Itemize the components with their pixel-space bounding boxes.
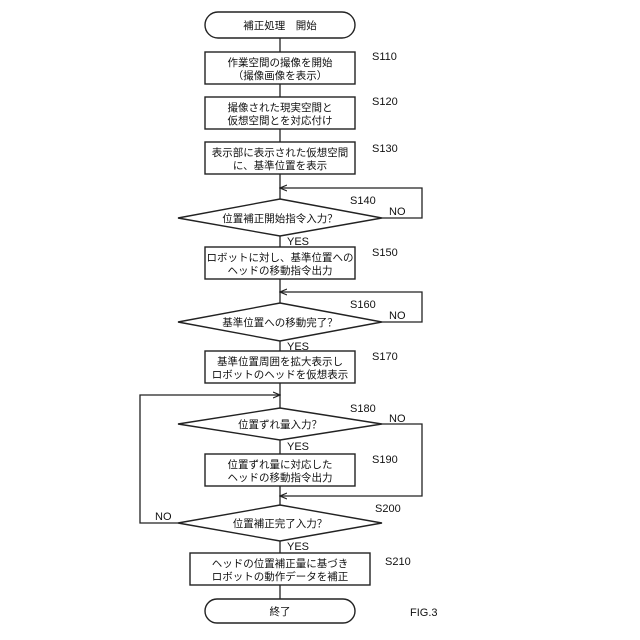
step-s150: ロボットに対し、基準位置への ヘッドの移動指令出力 S150 — [205, 247, 398, 279]
step-s180: 位置ずれ量入力？ S180 NO YES — [178, 403, 406, 453]
step-label-s160: S160 — [350, 299, 376, 311]
s140-no-label: NO — [389, 206, 406, 218]
s130-text-line-2: に、基準位置を表示 — [233, 159, 327, 172]
step-s160: 基準位置への移動完了？ S160 NO YES — [178, 299, 406, 353]
s200-no-label: NO — [155, 511, 172, 523]
step-label-s200: S200 — [375, 503, 401, 515]
s160-text: 基準位置への移動完了？ — [222, 316, 338, 329]
s200-yes-label: YES — [287, 541, 309, 553]
s180-no-label: NO — [389, 413, 406, 425]
s140-text: 位置補正開始指令入力？ — [222, 212, 338, 225]
s170-text-line-2: ロボットのヘッドを仮想表示 — [212, 368, 349, 381]
s210-text-line-1: ヘッドの位置補正量に基づき — [212, 557, 349, 570]
step-s170: 基準位置周囲を拡大表示し ロボットのヘッドを仮想表示 S170 — [205, 351, 398, 383]
s180-text: 位置ずれ量入力？ — [238, 418, 322, 431]
step-label-s180: S180 — [350, 403, 376, 415]
step-label-s140: S140 — [350, 195, 376, 207]
end-text: 終了 — [270, 605, 291, 618]
start-text: 補正処理 開始 — [243, 19, 317, 32]
step-s120: 撮像された現実空間と 仮想空間とを対応付け S120 — [205, 96, 398, 129]
step-label-s190: S190 — [372, 454, 398, 466]
s120-text-line-2: 仮想空間とを対応付け — [228, 114, 333, 127]
step-label-s110: S110 — [372, 51, 397, 63]
step-s190: 位置ずれ量に対応した ヘッドの移動指令出力 S190 — [205, 454, 398, 486]
s150-text-line-1: ロボットに対し、基準位置への — [207, 251, 354, 264]
s170-text-line-1: 基準位置周囲を拡大表示し — [217, 355, 343, 368]
step-s200: 位置補正完了入力？ S200 NO YES — [155, 503, 401, 553]
step-label-s130: S130 — [372, 143, 398, 155]
s210-text-line-2: ロボットの動作データを補正 — [212, 570, 349, 583]
s200-text: 位置補正完了入力？ — [233, 517, 328, 530]
figure-label: FIG.3 — [410, 607, 438, 619]
s190-text-line-1: 位置ずれ量に対応した — [228, 458, 333, 471]
step-s110: 作業空間の撮像を開始 （撮像画像を表示） S110 — [205, 51, 397, 84]
s180-yes-label: YES — [287, 441, 309, 453]
step-label-s150: S150 — [372, 247, 398, 259]
s150-text-line-2: ヘッドの移動指令出力 — [228, 264, 333, 277]
s110-text-line-1: 作業空間の撮像を開始 — [228, 56, 333, 69]
step-label-s210: S210 — [385, 556, 411, 568]
step-label-s120: S120 — [372, 96, 398, 108]
step-label-s170: S170 — [372, 351, 398, 363]
step-s140: 位置補正開始指令入力？ S140 NO YES — [178, 195, 406, 248]
s160-no-label: NO — [389, 310, 406, 322]
end-node: 終了 — [205, 599, 355, 623]
s130-text-line-1: 表示部に表示された仮想空間 — [212, 146, 349, 159]
s110-text-line-2: （撮像画像を表示） — [233, 69, 328, 82]
s190-text-line-2: ヘッドの移動指令出力 — [228, 471, 333, 484]
s120-text-line-1: 撮像された現実空間と — [228, 101, 333, 114]
start-node: 補正処理 開始 — [205, 12, 355, 38]
step-s130: 表示部に表示された仮想空間 に、基準位置を表示 S130 — [205, 142, 398, 174]
s140-yes-label: YES — [287, 236, 309, 248]
step-s210: ヘッドの位置補正量に基づき ロボットの動作データを補正 S210 — [190, 553, 411, 585]
